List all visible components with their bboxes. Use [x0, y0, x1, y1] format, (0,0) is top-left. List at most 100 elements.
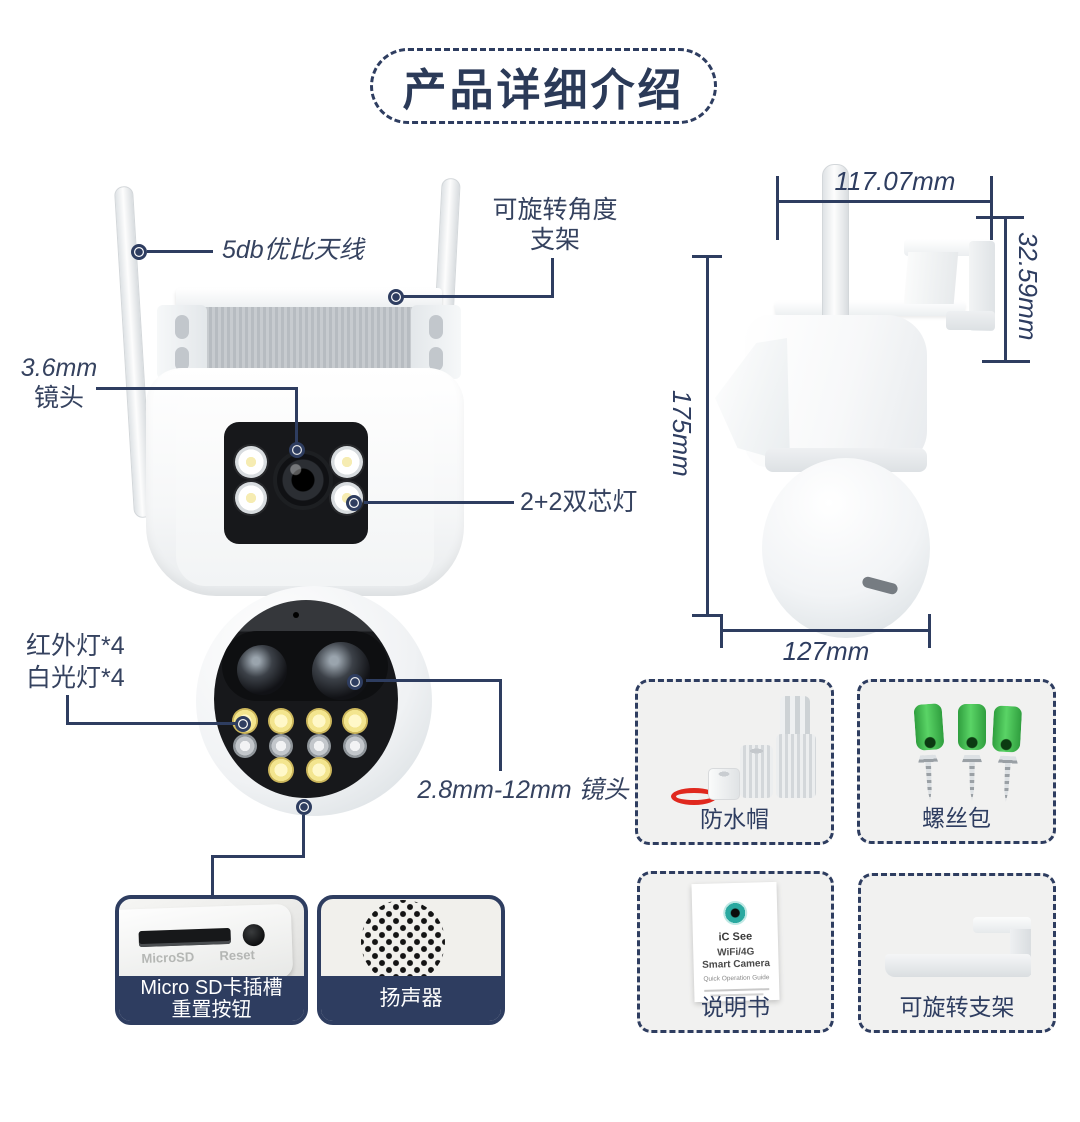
dim-tick [982, 360, 1030, 363]
mount-hole [429, 315, 443, 339]
callout-marker-bracket [388, 289, 404, 305]
dome-led-white [269, 734, 293, 758]
dim-tick [990, 176, 993, 240]
mic-hole [293, 612, 299, 618]
dome-lens-right [312, 642, 370, 700]
callout-bracket-label-line1: 可旋转角度 [492, 196, 618, 224]
dome-led-white [233, 734, 257, 758]
callout-marker-zoom-lens [347, 674, 363, 690]
wall-anchor [991, 705, 1023, 753]
callout-zoom-lens-label: 2.8mm-12mm 镜头 [417, 776, 629, 804]
manual-product-line2: Smart Camera [702, 958, 771, 971]
page-title: 产品详细介绍 [402, 66, 685, 115]
sd-panel-label-band: Micro SD卡插槽 重置按钮 [119, 976, 304, 1021]
front-led [235, 482, 267, 514]
front-led [235, 446, 267, 478]
wall-anchor [958, 704, 986, 750]
dome-led-white [343, 734, 367, 758]
main-lens [273, 450, 333, 510]
callout-line [551, 258, 554, 298]
mount-hole [429, 347, 443, 371]
speaker-holes [361, 900, 445, 984]
mount-hole [175, 347, 189, 371]
sd-panel-label-line2: 重置按钮 [171, 998, 252, 1021]
callout-line [366, 679, 502, 682]
bracket-base-bar [885, 954, 1031, 977]
speaker-panel-label-band: 扬声器 [321, 976, 501, 1021]
accessory-label-manual: 说明书 [701, 994, 770, 1020]
accessory-label-screw-pack: 螺丝包 [922, 805, 991, 831]
accessory-box-manual: iC See WiFi/4G Smart Camera Quick Operat… [637, 871, 834, 1033]
screw [962, 755, 982, 801]
mount-plate-right [411, 305, 461, 379]
dome-led-yellow [306, 757, 332, 783]
front-led [331, 446, 363, 478]
callout-bracket-label-line2: 支架 [529, 226, 580, 254]
sd-device-photo: MicroSD Reset [119, 903, 294, 985]
sd-card-slot [138, 927, 232, 948]
manual-booklet: iC See WiFi/4G Smart Camera Quick Operat… [691, 881, 780, 1003]
accessory-box-waterproof-cap: 防水帽 [635, 679, 834, 845]
reset-button [242, 923, 266, 947]
dome-led-yellow [342, 708, 368, 734]
callout-main-lens-line2: 镜头 [33, 384, 84, 412]
callout-line [96, 387, 298, 390]
dim-tick [776, 176, 779, 240]
mount-block [200, 307, 418, 373]
mount-top-plate [176, 288, 442, 309]
callout-line [66, 722, 238, 725]
callout-line [499, 679, 502, 771]
dim-line [777, 200, 993, 203]
dim-top-width-label: 117.07mm [834, 166, 956, 196]
callout-line [211, 855, 214, 897]
accessory-box-screw-pack: 螺丝包 [857, 679, 1056, 844]
dim-tick [720, 614, 723, 648]
callout-line [364, 501, 514, 504]
eye-logo-icon [722, 900, 748, 926]
mount-hole [175, 315, 189, 339]
callout-line [147, 250, 213, 253]
dim-body-height-label: 175mm [667, 390, 697, 477]
speaker-panel-label: 扬声器 [379, 986, 443, 1010]
section-title-banner: 产品详细介绍 [370, 48, 717, 124]
callout-ir-label-line2: 白光灯*4 [26, 664, 125, 692]
callout-ir-label-line1: 红外灯*4 [26, 632, 125, 660]
cap-large-crown [780, 696, 810, 738]
mount-plate-left [157, 305, 207, 379]
device-reset-text: Reset [219, 947, 256, 964]
wall-anchor [913, 703, 945, 751]
accessory-box-rotatable-bracket: 可旋转支架 [858, 873, 1056, 1033]
dome-led-white [307, 734, 331, 758]
dim-tick [976, 216, 1024, 219]
callout-line [66, 695, 69, 725]
callout-dual-light-label: 2+2双芯灯 [520, 488, 638, 516]
callout-marker-dual-light [346, 495, 362, 511]
dim-bracket-height-label: 32.59mm [1013, 232, 1043, 341]
callout-line [211, 855, 305, 858]
callout-marker-antenna [131, 244, 147, 260]
dim-line [706, 257, 709, 617]
side-bracket-riser [903, 252, 959, 304]
dim-tick [928, 614, 931, 648]
dome-lens-left [237, 645, 287, 695]
callout-line [295, 387, 298, 445]
side-dome [762, 458, 930, 638]
side-front-cowl [715, 338, 790, 463]
dim-tick [692, 255, 722, 258]
accessory-label-waterproof-cap: 防水帽 [700, 806, 769, 832]
cap-large-body [776, 734, 816, 798]
cap-small [708, 768, 740, 800]
dim-line [1004, 218, 1007, 363]
dim-tick [692, 614, 722, 617]
callout-marker-bottom [296, 799, 312, 815]
callout-marker-ir [235, 716, 251, 732]
dome-led-yellow [268, 708, 294, 734]
device-microsd-text: MicroSD [141, 949, 195, 967]
dome-led-yellow [306, 708, 332, 734]
callout-marker-main-lens [289, 442, 305, 458]
manual-brand: iC See [718, 930, 753, 944]
callout-antenna-label: 5db优比天线 [222, 236, 364, 264]
screw [996, 756, 1018, 803]
dim-base-width-label: 127mm [782, 636, 870, 666]
